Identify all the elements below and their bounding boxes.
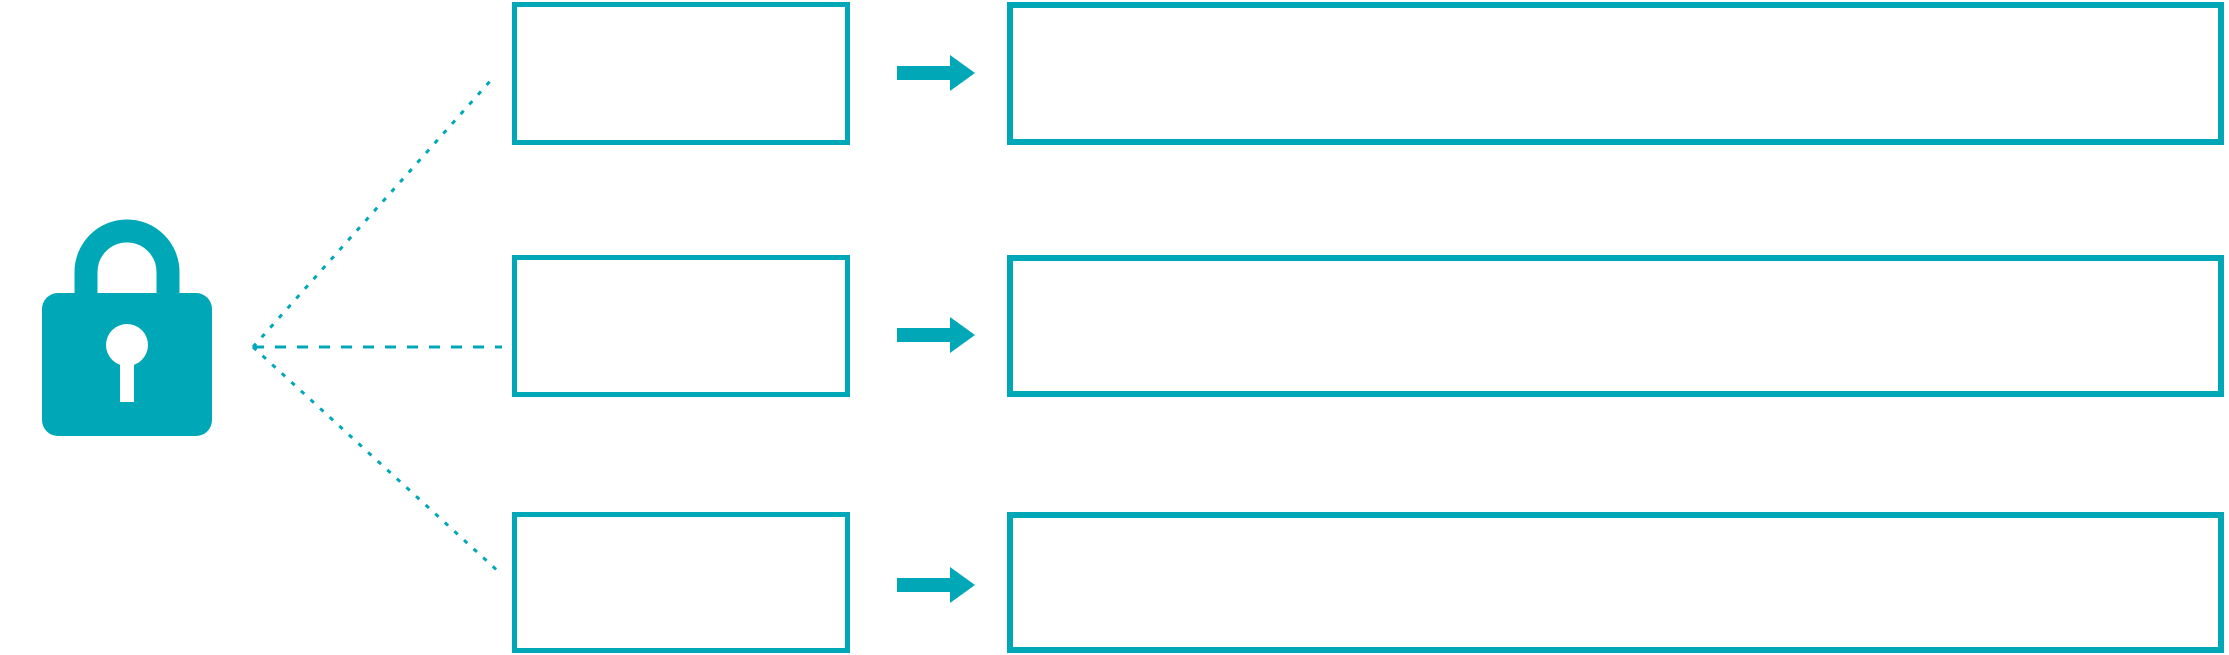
lock-keyhole-stem <box>120 356 134 402</box>
keyword-box-1 <box>512 2 850 145</box>
lock-icon <box>42 218 212 436</box>
keyword-box-2 <box>512 255 850 397</box>
arrow-right-icon <box>897 55 975 91</box>
lock-keyhole <box>106 324 148 366</box>
arrow-right-icon <box>897 317 975 353</box>
lock-shackle <box>74 219 180 303</box>
dotted-connector-bottom <box>251 345 502 575</box>
detail-box-2 <box>1007 255 2224 397</box>
detail-box-3 <box>1007 512 2224 653</box>
keyword-box-3 <box>512 512 850 653</box>
dotted-connector-top <box>251 78 494 348</box>
arrow-right-icon <box>897 567 975 603</box>
detail-box-1 <box>1007 2 2224 145</box>
